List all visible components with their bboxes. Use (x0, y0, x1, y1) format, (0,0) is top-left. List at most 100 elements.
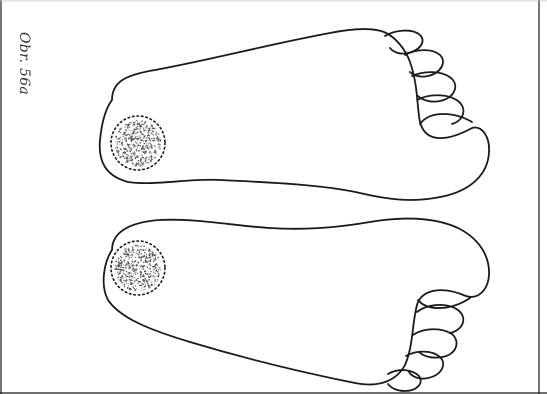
stipple-dot (146, 249, 147, 250)
stipple-dot (156, 135, 157, 136)
stipple-dot (118, 280, 119, 281)
stipple-dot (150, 251, 151, 252)
stipple-dot (139, 268, 140, 269)
stipple-dot (157, 138, 158, 139)
stipple-dot (129, 267, 131, 269)
stipple-dot (147, 267, 149, 269)
stipple-dot (124, 286, 125, 287)
stipple-dot (129, 147, 130, 148)
stipple-dot (129, 127, 130, 128)
stipple-dot (159, 140, 160, 141)
stipple-dot (154, 157, 155, 158)
stipple-dot (148, 150, 149, 151)
stipple-dot (130, 122, 131, 123)
stipple-dot (148, 144, 149, 145)
stipple-dot (137, 251, 138, 252)
stipple-dot (148, 137, 149, 138)
stipple-dot (138, 253, 140, 255)
stipple-dot (154, 145, 156, 147)
stipple-dot (137, 262, 139, 264)
stipple-dot (145, 144, 146, 145)
stipple-dot (126, 131, 127, 132)
stipple-dot (139, 145, 141, 147)
stipple-dot (153, 138, 155, 140)
stipple-dot (135, 136, 136, 137)
stipple-dot (133, 122, 135, 124)
stipple-dot (140, 282, 141, 283)
stipple-dot (150, 265, 151, 266)
stipple-dot (143, 138, 144, 139)
stipple-dot (141, 290, 142, 291)
stipple-dot (151, 153, 152, 154)
stipple-dot (131, 153, 132, 154)
stipple-dot (134, 277, 135, 278)
stipple-dot (120, 279, 122, 281)
stipple-dot (115, 148, 116, 149)
stipple-dot (152, 256, 153, 257)
stipple-dot (116, 268, 117, 269)
stipple-dot (146, 162, 147, 163)
stipple-dot (138, 164, 140, 166)
stipple-dot (122, 154, 123, 155)
stipple-dot (150, 151, 151, 152)
stipple-dot (141, 257, 143, 259)
stipple-dot (142, 134, 143, 135)
stipple-dot (129, 251, 130, 252)
stipple-dot (151, 257, 152, 258)
stipple-dot (119, 141, 121, 143)
stipple-dot (118, 150, 120, 152)
stipple-dot (158, 275, 159, 276)
stipple-dot (149, 128, 151, 130)
stipple-dot (139, 285, 140, 286)
stipple-dot (120, 267, 121, 268)
stipple-dot (119, 277, 120, 278)
stipple-dot (145, 286, 146, 287)
stipple-dot (118, 142, 119, 143)
stipple-dot (129, 252, 130, 253)
stipple-dot (148, 149, 149, 150)
stipple-dot (153, 269, 155, 271)
stipple-dot (124, 126, 125, 127)
stipple-dot (137, 278, 138, 279)
stipple-dot (137, 245, 138, 246)
stipple-dot (149, 156, 150, 157)
stipple-dot (130, 136, 132, 138)
bottom-foot (104, 218, 489, 391)
stipple-dot (151, 147, 153, 149)
stipple-dot (140, 272, 141, 273)
stipple-dot (136, 156, 138, 158)
stipple-dot (128, 285, 129, 286)
stipple-dot (154, 281, 155, 282)
stipple-dot (126, 263, 128, 265)
stipple-dot (124, 267, 125, 268)
stipple-dot (156, 264, 157, 265)
stipple-dot (152, 252, 154, 254)
bottom-foot-toe-5 (388, 370, 421, 391)
stipple-dot (128, 258, 129, 259)
stipple-dot (157, 279, 158, 280)
stipple-dot (141, 256, 142, 257)
stipple-dot (117, 143, 118, 144)
stipple-dot (138, 255, 139, 256)
stipple-dot (124, 259, 125, 260)
stipple-dot (122, 267, 123, 268)
stipple-dot (121, 141, 122, 142)
stipple-dot (135, 285, 136, 286)
stipple-dot (121, 143, 123, 145)
stipple-dot (144, 277, 145, 278)
stipple-dot (121, 263, 122, 264)
stipple-dot (148, 137, 150, 139)
stipple-dot (117, 148, 118, 149)
stipple-dot (145, 127, 146, 128)
stipple-dot (119, 156, 121, 158)
stipple-dot (140, 137, 141, 138)
stipple-dot (123, 136, 124, 137)
stipple-dot (160, 137, 161, 138)
stipple-dot (127, 287, 129, 289)
top-foot-big-toe (420, 114, 472, 124)
stipple-dot (151, 138, 153, 140)
stipple-dot (135, 271, 136, 272)
stipple-dot (117, 144, 118, 145)
stipple-dot (148, 260, 149, 261)
stipple-dot (131, 254, 133, 256)
